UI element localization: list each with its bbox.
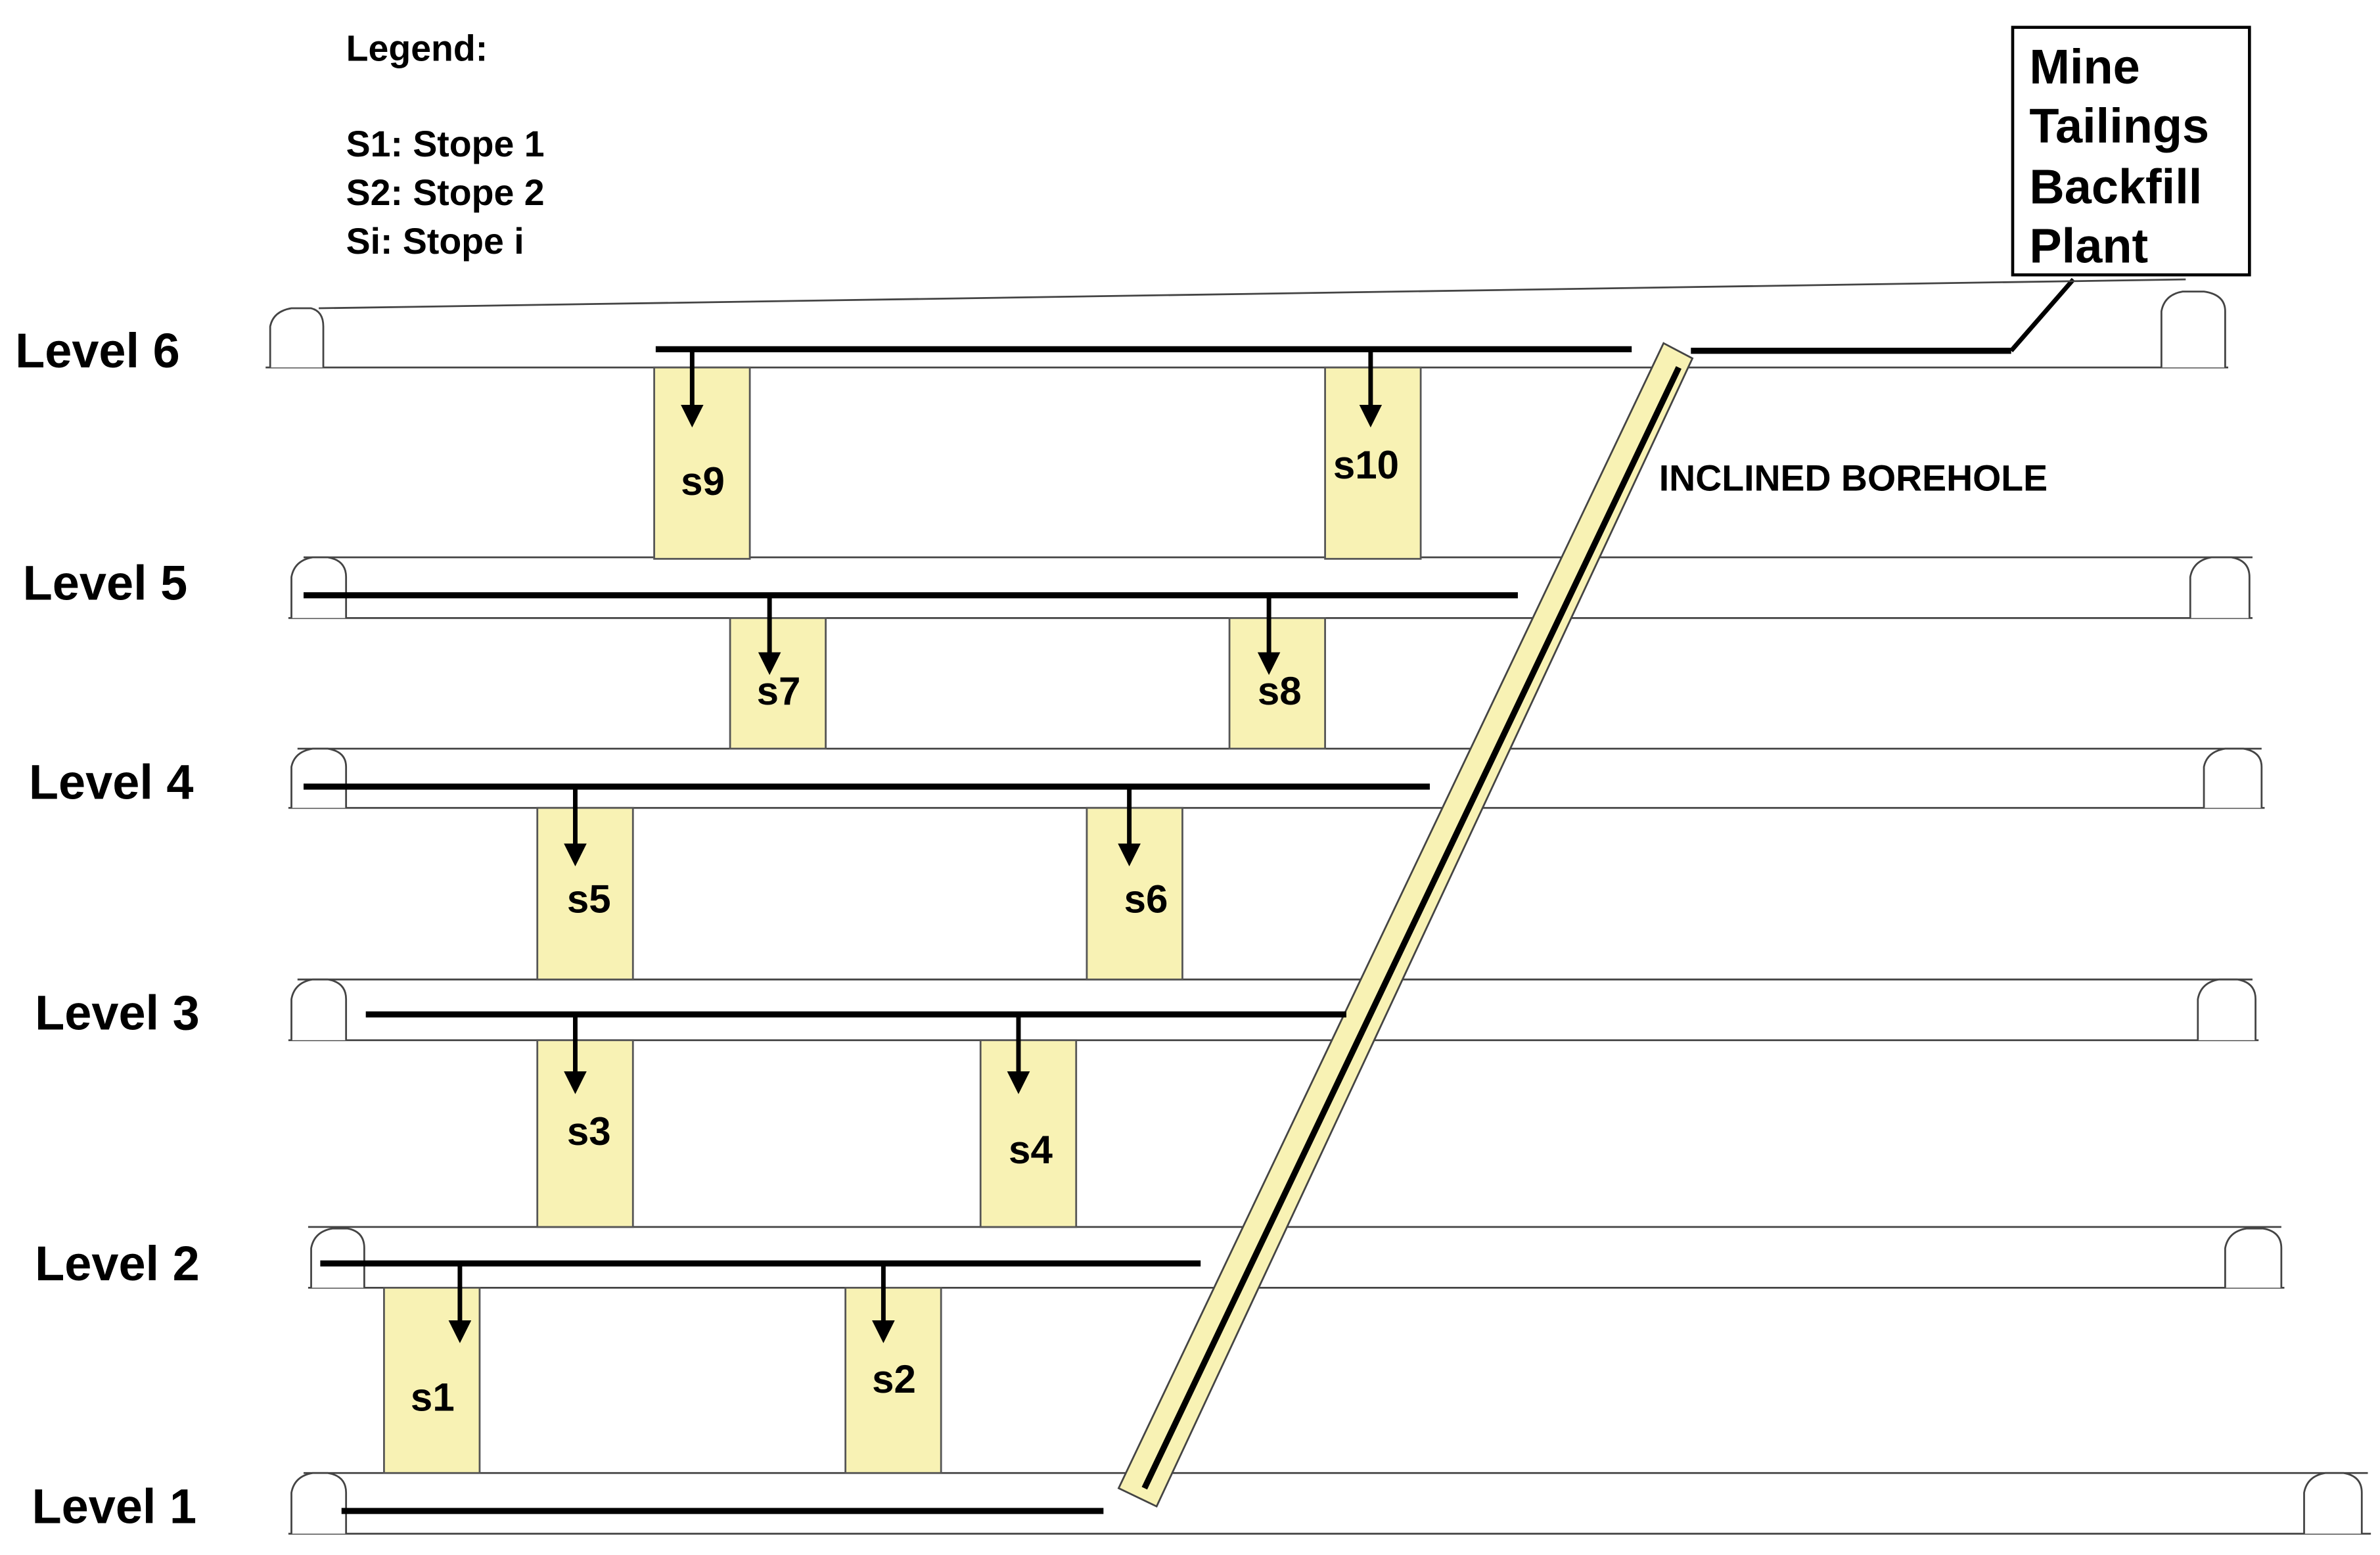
plant-line-4: Plant <box>2029 219 2148 273</box>
plant-connector <box>2009 277 2076 353</box>
drift-level-6 <box>265 278 2229 369</box>
borehole-label: INCLINED BOREHOLE <box>1659 457 2048 498</box>
stope-label-s4: s4 <box>1009 1128 1053 1172</box>
stope-label-s10: s10 <box>1333 443 1399 487</box>
plant-line-3: Backfill <box>2029 160 2202 214</box>
pipeline-borehole <box>1141 366 1682 1490</box>
backfill-plant: Mine Tailings Backfill Plant <box>2009 26 2251 353</box>
stopes <box>383 366 1422 1474</box>
plant-box <box>2011 26 2251 277</box>
drift-level-1 <box>288 1472 2371 1535</box>
stope-label-s7: s7 <box>757 669 801 713</box>
level-label-5: Level 5 <box>23 556 188 611</box>
level-labels: Level 6 Level 5 Level 4 Level 3 Level 2 … <box>15 323 200 1533</box>
level-label-3: Level 3 <box>35 986 200 1040</box>
stope-s9 <box>653 366 751 560</box>
legend-entry-3: Si: Stope i <box>346 221 524 262</box>
stope-s5 <box>536 806 634 981</box>
feed-arrows <box>448 349 1383 1343</box>
drift-level-4 <box>288 747 2265 809</box>
level-label-4: Level 4 <box>29 754 194 809</box>
stope-label-s6: s6 <box>1124 877 1168 921</box>
plant-line-1: Mine <box>2029 39 2140 94</box>
stope-label-s8: s8 <box>1258 669 1302 713</box>
stope-s7 <box>729 617 827 750</box>
legend-entry-2: S2: Stope 2 <box>346 172 545 213</box>
legend-entry-1: S1: Stope 1 <box>346 124 545 164</box>
drift-level-2 <box>308 1226 2285 1289</box>
level-label-6: Level 6 <box>15 323 180 378</box>
stope-label-s1: s1 <box>411 1375 455 1419</box>
stope-label-s5: s5 <box>567 877 611 921</box>
pipelines <box>303 346 2011 1514</box>
legend: Legend: S1: Stope 1 S2: Stope 2 Si: Stop… <box>346 28 545 261</box>
stope-s6 <box>1086 806 1183 981</box>
stope-label-s9: s9 <box>681 459 725 503</box>
stope-s8 <box>1228 617 1326 750</box>
level-label-1: Level 1 <box>32 1479 197 1533</box>
stope-labels: s9 s10 s7 s8 s5 s6 s3 s4 s1 s2 <box>411 443 1399 1420</box>
stope-label-s2: s2 <box>872 1357 916 1401</box>
drift-level-3 <box>288 978 2259 1042</box>
legend-title: Legend: <box>346 28 488 68</box>
stope-s1 <box>383 1286 481 1474</box>
plant-line-2: Tailings <box>2029 99 2209 153</box>
level-label-2: Level 2 <box>35 1236 200 1291</box>
stope-s2 <box>844 1286 942 1474</box>
stope-label-s3: s3 <box>567 1109 611 1153</box>
